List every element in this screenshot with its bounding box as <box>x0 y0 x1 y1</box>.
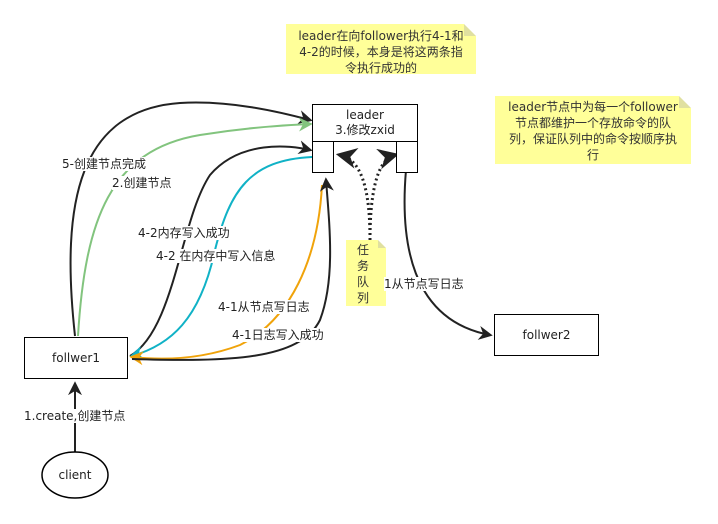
leader-node: leader 3.修改zxid <box>312 104 418 142</box>
follower2-label: follwer2 <box>522 328 571 342</box>
leader-title: leader <box>345 108 384 122</box>
note-queue-per-follower: leader节点中为每一个follower节点都维护一个存放命令的队列，保证队列… <box>495 96 691 164</box>
follower2-node: follwer2 <box>494 314 599 356</box>
edge-label-5: 5-创建节点完成 <box>62 157 146 171</box>
edge-4-1-success <box>131 177 334 361</box>
note-leader-behavior: leader在向follower执行4-1和4-2的时候，本身是将这两条指令执行… <box>286 24 476 75</box>
note-queue-per-follower-text: leader节点中为每一个follower节点都维护一个存放命令的队列，保证队列… <box>508 100 678 162</box>
note-task-queue: 任务队列 <box>346 240 386 306</box>
edge-2-create <box>77 117 313 337</box>
edge-label-2: 2.创建节点 <box>112 176 172 190</box>
client-text: client <box>58 468 92 482</box>
queue-dotted-right <box>368 148 400 241</box>
client-label: client <box>58 468 92 482</box>
edge-1-follower2 <box>403 169 493 340</box>
edge-4-2-success <box>129 140 313 357</box>
edge-label-client: 1.create,创建节点 <box>24 409 126 423</box>
edge-label-4-1b: 4-1日志写入成功 <box>232 328 324 342</box>
note-fold-icon <box>464 24 476 36</box>
note-fold-icon <box>378 240 386 248</box>
edge-label-4-2a: 4-2内存写入成功 <box>138 226 230 240</box>
edge-5-complete <box>69 101 313 337</box>
edge-label-4-2b: 4-2 在内存中写入信息 <box>156 249 276 263</box>
leader-step: 3.修改zxid <box>335 123 395 137</box>
leader-queue-right <box>396 141 418 173</box>
note-leader-behavior-text: leader在向follower执行4-1和4-2的时候，本身是将这两条指令执行… <box>298 29 464 75</box>
edge-label-follower2: 1从节点写日志 <box>384 277 464 291</box>
note-fold-icon <box>679 96 691 108</box>
follower1-node: follwer1 <box>24 337 128 379</box>
edge-label-4-1a: 4-1从节点写日志 <box>218 300 310 314</box>
note-task-queue-text: 任务队列 <box>356 243 369 305</box>
follower1-label: follwer1 <box>52 351 100 365</box>
queue-dotted-left <box>335 148 372 241</box>
leader-queue-left <box>312 141 334 173</box>
client-node <box>41 451 109 499</box>
